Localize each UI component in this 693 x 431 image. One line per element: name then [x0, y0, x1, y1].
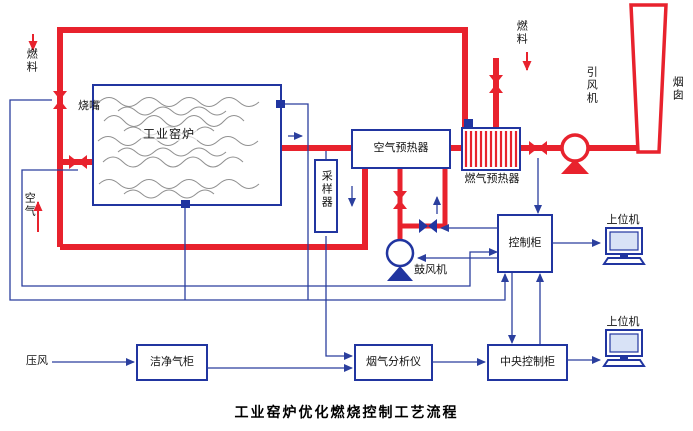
flue-gas-analyzer-label: 烟气分析仪	[366, 356, 421, 368]
computer-icon-top	[602, 227, 646, 265]
burner-valve-icon	[69, 155, 87, 169]
air-preheater-label: 空气预热器	[373, 142, 429, 154]
control-signal-lines	[9, 99, 601, 372]
computer-icon-bottom	[602, 329, 646, 367]
furnace-right-sensor-icon	[276, 100, 285, 108]
furnace-label: 工业窑炉	[141, 127, 198, 142]
control-cabinet-label: 控制柜	[508, 237, 542, 249]
blower-fan-icon	[385, 238, 415, 281]
ctrl-line-sampler-to-analyzer	[325, 236, 353, 360]
sensor-squares	[181, 100, 473, 208]
chimney-shape	[629, 3, 668, 154]
host-computer-bottom-label: 上位机	[606, 316, 640, 328]
central-control-cabinet-box	[487, 344, 568, 381]
pipe-preheated-air-return	[60, 168, 368, 250]
fuel-left-label: 燃料	[25, 48, 38, 74]
pipe-fuel-top-loop	[57, 27, 468, 247]
induced-draft-fan-label: 引风机	[585, 66, 598, 105]
valves	[53, 75, 547, 233]
ctrl-line-burner-valve	[21, 169, 498, 287]
gas-preheater-label: 燃气预热器	[464, 173, 520, 185]
furnace-bottom-sensor-icon	[181, 200, 190, 208]
clean-gas-cabinet-box	[136, 344, 208, 381]
compressed-air-label: 压风	[26, 355, 48, 367]
gas-preheater-fins	[464, 131, 518, 167]
branch-blue-valve-icon	[419, 219, 437, 233]
pipe-blower-branch	[400, 168, 448, 229]
induced-draft-fan-icon	[560, 133, 590, 174]
ctrl-line-right-sensor	[285, 103, 309, 300]
air-preheater-box	[351, 129, 451, 169]
red-flow-arrows	[28, 34, 532, 232]
fuel-right-valve-icon	[489, 75, 503, 93]
flue-valve-icon	[529, 141, 547, 155]
sampler-label: 采样器	[320, 170, 333, 209]
host-computer-top-label: 上位机	[606, 214, 640, 226]
burner-label: 烧嘴	[78, 100, 100, 112]
blower-line-valve-icon	[393, 191, 407, 209]
diagram-title: 工业窑炉优化燃烧控制工艺流程	[234, 404, 459, 420]
ctrl-line-fuel-valve	[9, 99, 509, 301]
chimney-label: 烟囱	[671, 76, 684, 102]
fuel-right-label: 燃料	[515, 20, 528, 46]
central-control-cabinet-label: 中央控制柜	[500, 356, 555, 368]
blower-label: 鼓风机	[414, 264, 447, 276]
fuel-left-valve-icon	[53, 91, 67, 109]
clean-gas-cabinet-label: 洁净气柜	[150, 356, 194, 368]
air-label: 空气	[23, 192, 36, 218]
gas-preheater-sensor-icon	[464, 119, 473, 127]
